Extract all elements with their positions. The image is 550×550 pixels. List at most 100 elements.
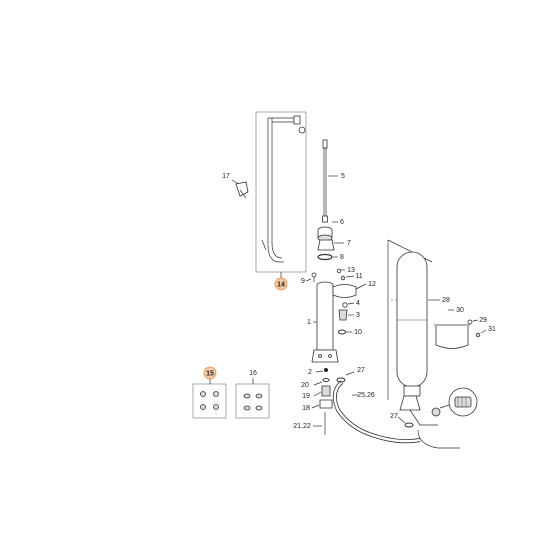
part-14-tube-left-inner <box>271 118 283 259</box>
part-14-tube-assembly[interactable] <box>255 111 307 278</box>
part-5-label: 5 <box>341 173 345 180</box>
part-31-nut[interactable] <box>475 329 487 338</box>
part-30-body <box>435 326 469 349</box>
part-15-label: 15 <box>206 371 214 378</box>
part-27-clamp-lower[interactable] <box>397 416 414 428</box>
part-30-strap[interactable] <box>434 309 470 349</box>
part-15-item-2 <box>213 391 219 397</box>
part-17-label: 17 <box>222 173 230 180</box>
part-4-body <box>342 302 348 308</box>
part-29-label: 29 <box>479 317 487 324</box>
tank-connector-body <box>399 395 421 411</box>
part-20-ring[interactable] <box>313 378 330 386</box>
part-28-tank-assembly[interactable] <box>387 239 440 400</box>
part-14-callout-badge[interactable] <box>274 277 288 291</box>
part-1-base-port-left <box>318 354 322 358</box>
tank-connector-pipe-lower <box>417 429 460 449</box>
part-15-box <box>192 383 227 419</box>
part-11-label: 11 <box>355 273 362 280</box>
part-2-ball[interactable] <box>315 368 328 373</box>
part-8-o-ring[interactable] <box>317 253 338 261</box>
part-14-nut <box>298 126 306 134</box>
part-12-leader <box>355 283 367 290</box>
part-16-kit[interactable] <box>235 378 270 419</box>
part-1-base-port-right <box>328 354 332 358</box>
part-18-fitting[interactable] <box>311 399 333 409</box>
part-18-label: 18 <box>302 405 310 412</box>
part-4-label: 4 <box>356 300 360 307</box>
part-15-seal-kit[interactable] <box>192 378 227 419</box>
part-29-leader <box>472 319 479 322</box>
part-19-label: 19 <box>302 393 310 400</box>
part-4-leader <box>347 302 355 305</box>
part-27-upper-leader <box>345 371 355 376</box>
part-8-label: 8 <box>340 254 344 261</box>
part-13-label: 13 <box>347 267 355 274</box>
part-5-tip <box>322 215 328 223</box>
part-1-base <box>311 349 339 363</box>
part-9-leader <box>305 278 312 282</box>
part-3-label: 3 <box>356 312 360 319</box>
part-1-cylinder[interactable] <box>311 281 339 363</box>
part-14-fitting-top <box>293 115 301 125</box>
part-16-item-1 <box>243 393 251 399</box>
part-16-item-2 <box>255 393 263 399</box>
part-11-leader <box>345 275 355 278</box>
part-7-holder[interactable] <box>317 239 344 251</box>
part-12-body <box>332 284 357 298</box>
part-9-head <box>311 272 317 278</box>
part-7-body <box>317 239 335 251</box>
part-1-body <box>316 285 334 351</box>
part-20-body <box>322 378 330 382</box>
part-5-cap <box>322 139 328 149</box>
part-5-rod[interactable] <box>322 139 339 223</box>
part-16-item-3 <box>243 405 251 411</box>
part-12-bracket[interactable] <box>332 283 367 298</box>
part-6-label: 6 <box>340 219 344 226</box>
part-14-label: 14 <box>277 282 285 289</box>
part-27-upper-body <box>336 377 346 383</box>
part-29-screw[interactable] <box>467 319 479 325</box>
part-27-lower-label: 27 <box>390 413 398 420</box>
part-9-label: 9 <box>301 278 305 285</box>
part-28-label: 28 <box>442 297 450 304</box>
part-4-nut[interactable] <box>342 302 355 308</box>
part-27-upper-label: 27 <box>357 367 365 374</box>
tank-connector[interactable] <box>399 395 460 449</box>
part-31-label: 31 <box>488 326 496 333</box>
part-13-screw[interactable] <box>336 268 345 274</box>
tank-connector-fitting <box>431 407 441 417</box>
detail-magnifier <box>439 387 478 417</box>
part-19-body <box>321 385 331 397</box>
part-10-seal[interactable] <box>338 329 353 335</box>
part-28-tank-neck <box>403 385 421 397</box>
part-21-22-pin[interactable] <box>313 412 326 435</box>
part-2-body <box>324 368 328 372</box>
part-6-valve-head[interactable] <box>317 221 338 242</box>
part-27-lower-leader <box>397 416 406 424</box>
part-14-end <box>261 239 267 251</box>
tank-connector-pipe <box>409 409 438 426</box>
part-19-fitting[interactable] <box>313 385 331 397</box>
part-27-clamp-upper[interactable] <box>336 371 355 383</box>
part-3-body <box>338 309 348 321</box>
part-15-item-4 <box>213 404 219 410</box>
part-25-26-label: 25,26 <box>357 392 375 399</box>
part-2-leader <box>315 370 324 373</box>
detail-fitting <box>454 396 472 408</box>
part-3-fitting[interactable] <box>338 309 354 321</box>
part-1-label: 1 <box>307 319 311 326</box>
part-14-frame <box>255 111 307 273</box>
part-28-tank-body <box>396 251 428 388</box>
part-15-callout-badge[interactable] <box>203 366 217 380</box>
part-17-clip[interactable] <box>231 179 249 199</box>
part-25-26-hose[interactable] <box>332 380 421 444</box>
part-25-26-hose-inner <box>333 381 421 443</box>
part-31-leader <box>480 329 487 334</box>
part-9-screw[interactable] <box>305 272 317 282</box>
part-10-body <box>338 329 346 335</box>
part-11-washer[interactable] <box>340 275 355 281</box>
part-11-body <box>340 275 346 281</box>
part-7-label: 7 <box>347 240 351 247</box>
